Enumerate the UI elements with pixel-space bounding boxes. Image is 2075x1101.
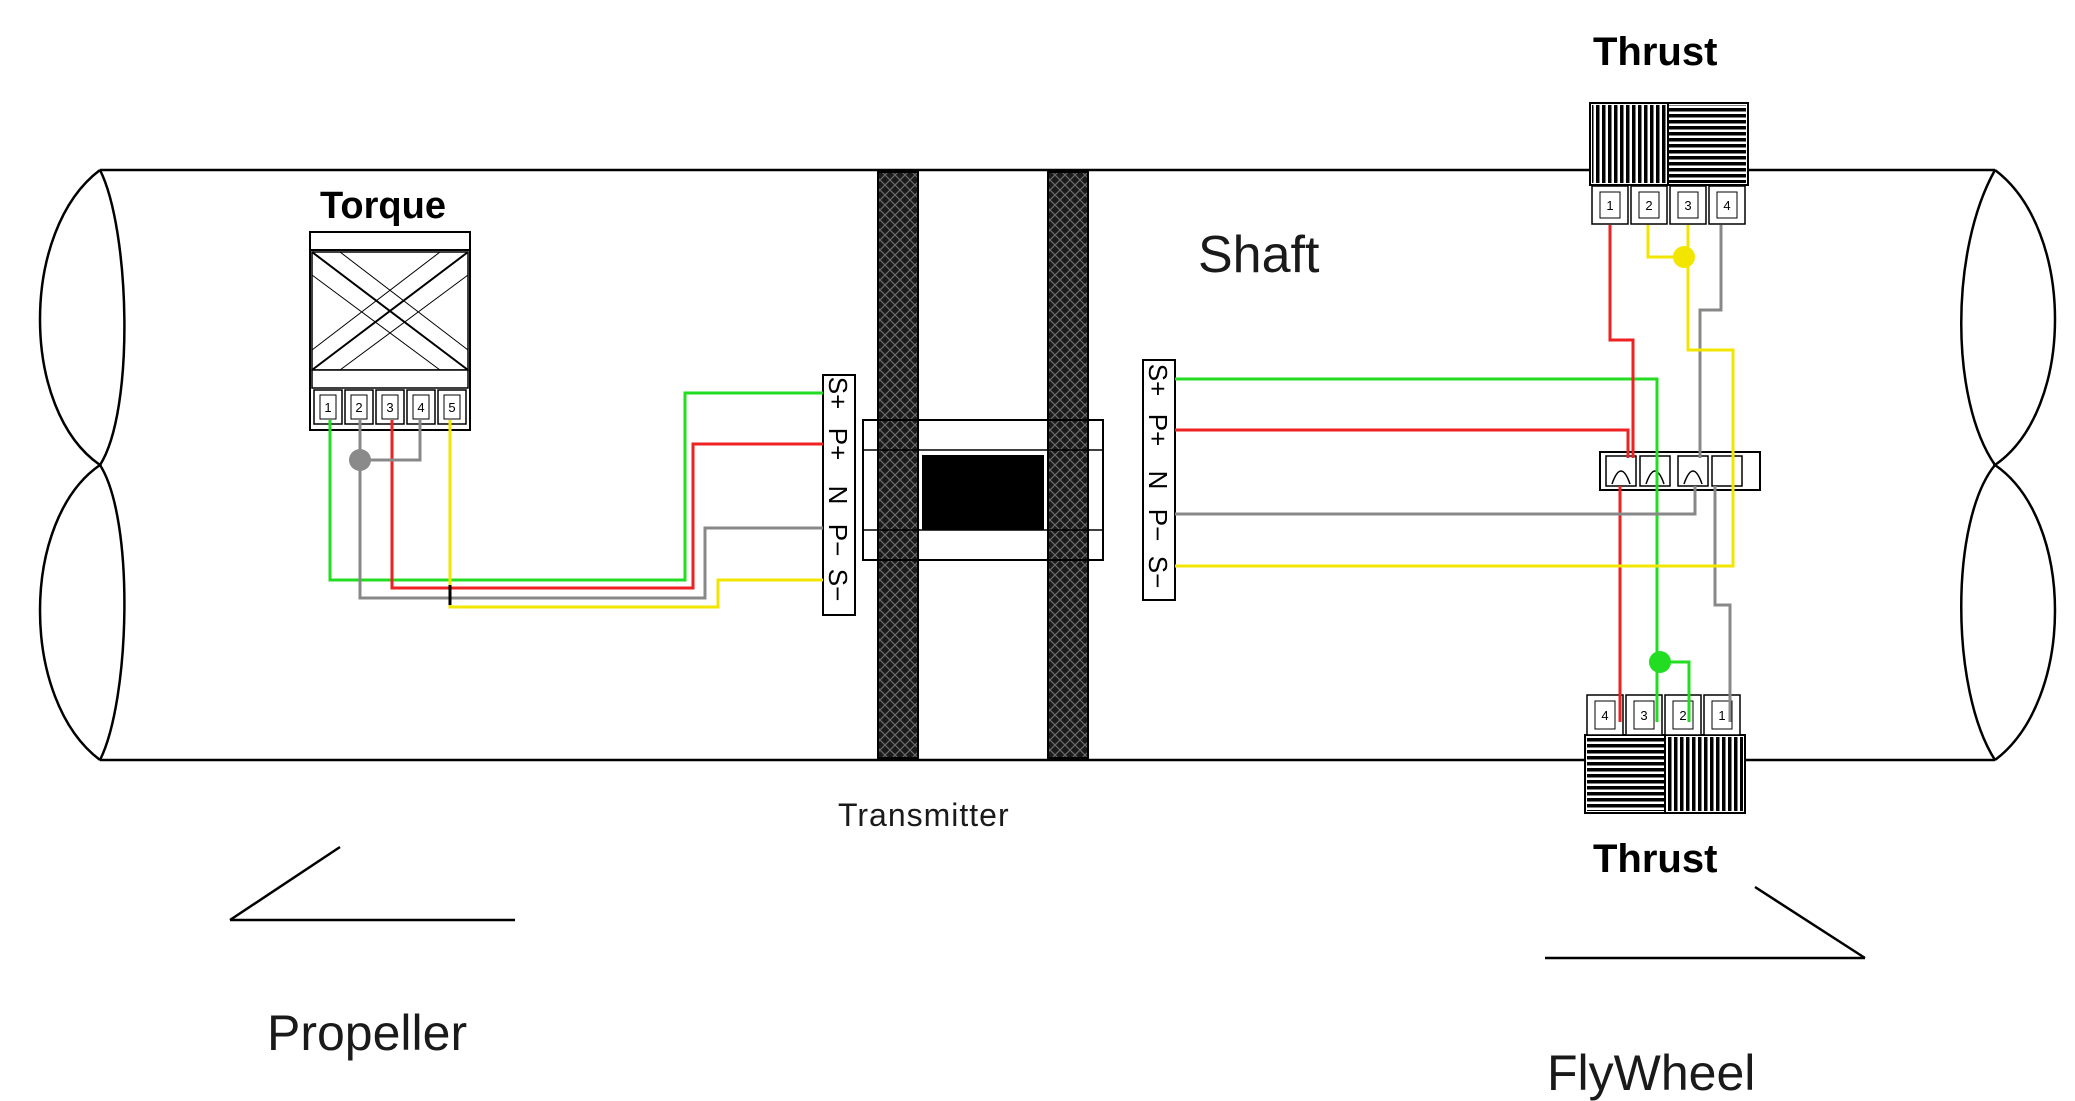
- transmitter-core: [922, 455, 1044, 530]
- thrust-bottom-pin-label: 2: [1679, 708, 1686, 723]
- wire-gray-left: [358, 460, 823, 600]
- wires-left: [328, 391, 823, 609]
- connector-left-labels: S+ P+ N P− S−: [823, 377, 853, 602]
- label-flywheel: FlyWheel: [1547, 1045, 1755, 1101]
- torque-pin: [375, 389, 405, 425]
- torque-pin-label: 3: [386, 400, 393, 415]
- node-yellow-top: [1673, 246, 1695, 268]
- wire-red-right: [1175, 428, 1630, 458]
- transmitter: [862, 171, 1104, 759]
- thrust-bottom-pin-label: 1: [1718, 708, 1725, 723]
- label-transmitter: Transmitter: [838, 797, 1010, 833]
- torque-pin-label: 1: [324, 400, 331, 415]
- thrust-top-pin-label: 4: [1723, 198, 1730, 213]
- connector-pin-label: P+: [823, 428, 853, 461]
- torque-pin: [313, 389, 343, 425]
- connector-pin-label: S+: [1143, 364, 1173, 397]
- shaft-left-break-inner: [98, 169, 126, 761]
- thrust-top-pin-label: 3: [1684, 198, 1691, 213]
- connector-pin-label: N: [823, 486, 853, 505]
- thrust-bottom-pin: [1703, 694, 1741, 736]
- label-torque: Torque: [320, 185, 446, 227]
- wire-gray-right: [1175, 486, 1697, 516]
- thrust-top-pin-label: 1: [1606, 198, 1613, 213]
- wire-green-right: [1175, 377, 1659, 662]
- wire-yellow-right: [1175, 257, 1735, 568]
- thrust-sensor-bottom: [1584, 734, 1746, 814]
- connector-strip-left: [822, 374, 856, 616]
- thrust-sensor-top: [1589, 102, 1749, 186]
- wire-red-left: [390, 420, 823, 590]
- thrust-top-pin-label: 2: [1645, 198, 1652, 213]
- torque-pin-label: 4: [417, 400, 424, 415]
- node-gray-left: [349, 449, 371, 471]
- torque-pin: [437, 389, 467, 425]
- label-thrust-bottom: Thrust: [1593, 837, 1717, 881]
- wire-green-left: [328, 391, 823, 582]
- shaft-left-break-outer: [38, 169, 103, 761]
- connector-pin-label: N: [1143, 471, 1173, 490]
- shaft-right-break-outer: [1992, 169, 2057, 761]
- transmitter-ring-right: [1047, 171, 1089, 759]
- bridge-junction-block: [1599, 451, 1761, 491]
- connector-pin-label: P−: [823, 524, 853, 557]
- torque-pin-row: 1 2 3 4 5: [313, 389, 467, 425]
- propeller-wedge: [229, 845, 515, 922]
- thrust-bottom-pin-label: 3: [1640, 708, 1647, 723]
- label-propeller: Propeller: [267, 1005, 467, 1061]
- transmitter-ring-left: [877, 171, 919, 759]
- torque-pin-label: 5: [448, 400, 455, 415]
- torque-pin: [344, 389, 374, 425]
- connector-pin-label: P−: [1143, 509, 1173, 542]
- thrust-bottom-pin-label: 4: [1601, 708, 1608, 723]
- thrust-bottom-pin-row: 4 3 2 1: [1586, 694, 1741, 736]
- thrust-bottom-pin: [1664, 694, 1702, 736]
- wire-gray-left-tap: [360, 420, 422, 462]
- flywheel-wedge: [1545, 885, 1866, 960]
- thrust-top-pin-row: 1 2 3 4: [1591, 185, 1746, 225]
- connector-strip-right: [1142, 359, 1176, 601]
- connector-pin-label: S−: [823, 569, 853, 602]
- torque-pin-label: 2: [355, 400, 362, 415]
- shaft-right-break-inner: [1960, 169, 1997, 761]
- connector-pin-label: S+: [823, 377, 853, 410]
- thrust-bottom-pin: [1586, 694, 1624, 736]
- label-thrust-top: Thrust: [1593, 30, 1717, 74]
- connector-pin-label: P+: [1143, 414, 1173, 447]
- connector-right-labels: S+ P+ N P− S−: [1143, 364, 1173, 589]
- wire-yellow-left: [448, 420, 823, 609]
- node-green-bottom: [1649, 651, 1671, 673]
- connector-pin-label: S−: [1143, 556, 1173, 589]
- wires-right: [1175, 225, 1735, 722]
- label-shaft: Shaft: [1198, 226, 1320, 284]
